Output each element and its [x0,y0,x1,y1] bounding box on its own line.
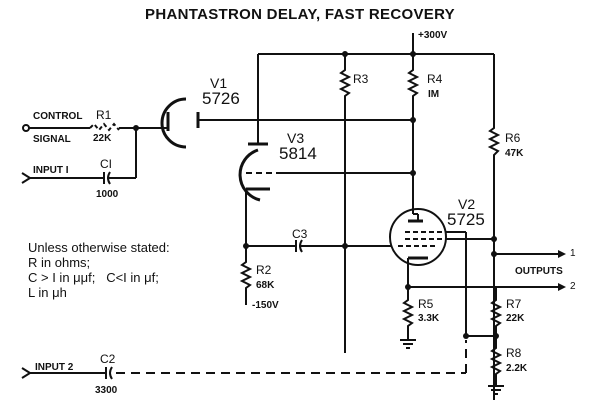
r6-ref: R6 [505,131,521,145]
c2-ref: C2 [100,352,116,366]
supply-negative-label: -150V [252,300,279,311]
output2-arrow-icon [558,283,566,291]
junction-dot [410,170,416,176]
r4-ref: R4 [427,72,443,86]
output1-arrow-icon [558,250,566,258]
diagram-title: PHANTASTRON DELAY, FAST RECOVERY [145,6,455,23]
ci-ref: CI [100,157,112,171]
junction-dot [410,117,416,123]
r4-value: IM [428,89,440,100]
resistor-r1-symbol [89,122,120,132]
c3-ref: C3 [292,227,308,241]
supply-positive-label: +300V [418,30,448,41]
notes-heading: Unless otherwise stated: [28,240,170,255]
r5-ref: R5 [418,297,434,311]
resistor-r5-symbol [401,287,415,340]
tube-v1-envelope [160,97,187,149]
resistor-r3-symbol [338,54,352,353]
input1-arrow-icon [21,172,32,184]
input1-label: INPUT I [33,165,69,176]
resistor-r8-symbol [489,336,503,386]
v2-ref: V2 [458,196,476,212]
notes-line-2: C > I in μμf; C<I in μf; [28,270,159,285]
control-label-line2: SIGNAL [33,134,71,145]
control-label-line1: CONTROL [33,111,83,122]
output2-label: 2 [570,281,576,292]
r1-value: 22K [93,133,112,144]
v1-type: 5726 [202,89,240,108]
r8-value: 2.2K [506,363,528,374]
notes-line-1: R in ohms; [28,255,91,270]
notes-block: Unless otherwise stated: R in ohms; C > … [28,240,170,300]
r5-value: 3.3K [418,313,440,324]
r8-ref: R8 [506,346,522,360]
resistor-r2-symbol [239,246,253,305]
v3-type: 5814 [279,144,317,163]
r2-value: 68K [256,280,275,291]
resistor-r4-symbol [406,54,420,214]
resistor-r7-symbol [489,287,503,336]
v2-type: 5725 [447,210,485,229]
ci-value: 1000 [96,189,119,200]
r7-ref: R7 [506,297,522,311]
c2-value: 3300 [95,385,118,396]
outputs-label: OUTPUTS [515,266,563,277]
r3-ref: R3 [353,72,369,86]
r2-ref: R2 [256,263,272,277]
junction-dot [491,236,497,242]
resistor-r6-symbol [487,54,501,400]
input2-arrow-icon [21,367,32,379]
input2-label: INPUT 2 [35,362,74,373]
capacitor-c2-plate-curved [109,366,113,380]
junction-dot [463,333,469,339]
r1-ref: R1 [96,108,112,122]
output1-label: 1 [570,248,576,259]
control-signal-terminal[interactable] [22,124,30,132]
r7-value: 22K [506,313,525,324]
tube-v3-envelope [238,148,261,202]
notes-line-3: L in μh [28,285,67,300]
v1-ref: V1 [210,75,228,91]
v3-ref: V3 [287,130,305,146]
tube-v2-envelope [389,208,447,266]
r6-value: 47K [505,148,524,159]
